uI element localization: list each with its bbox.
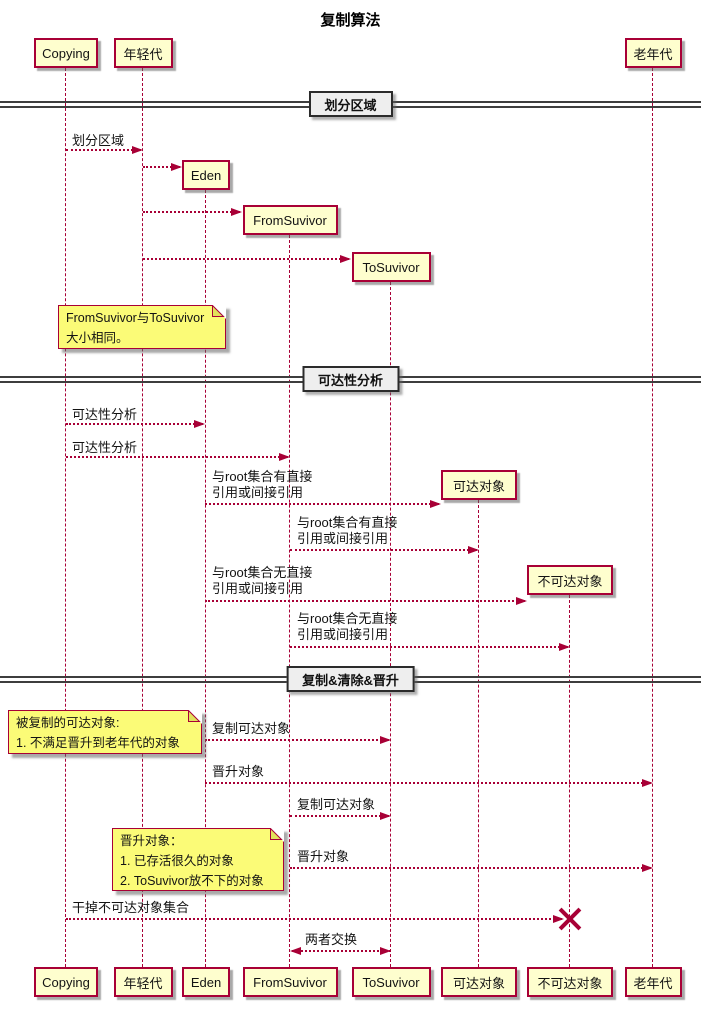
participant-box: Eden bbox=[182, 967, 230, 997]
message-arrow bbox=[205, 782, 651, 784]
lifeline bbox=[478, 500, 479, 967]
arrowhead-icon bbox=[132, 146, 143, 154]
message-label: 两者交换 bbox=[305, 932, 358, 947]
arrowhead-icon bbox=[171, 163, 182, 171]
message-label: 可达性分析 bbox=[72, 440, 138, 455]
note: 晋升对象： 1. 已存活很久的对象 2. ToSuvivor放不下的对象 bbox=[112, 827, 284, 891]
message-label: 干掉不可达对象集合 bbox=[72, 900, 190, 915]
participant-box: 不可达对象 bbox=[527, 565, 613, 595]
message-arrow bbox=[205, 739, 389, 741]
message-label: 复制可达对象 bbox=[212, 721, 291, 736]
message-label: 复制可达对象 bbox=[297, 797, 376, 812]
message-arrow bbox=[66, 918, 562, 920]
lifeline bbox=[569, 595, 570, 967]
arrowhead-icon bbox=[380, 812, 391, 820]
message-label: 划分区域 bbox=[72, 133, 125, 148]
participant-box: 可达对象 bbox=[441, 470, 517, 500]
participant-box: FromSuvivor bbox=[242, 967, 338, 997]
destroy-x-icon bbox=[558, 907, 582, 931]
lifeline bbox=[652, 68, 653, 967]
message-label: 与root集合有直接 引用或间接引用 bbox=[297, 515, 398, 546]
divider-label: 复制&清除&晋升 bbox=[286, 666, 415, 692]
arrowhead-icon bbox=[279, 453, 290, 461]
lifeline bbox=[390, 282, 391, 967]
message-label: 可达性分析 bbox=[72, 407, 138, 422]
arrowhead-icon bbox=[642, 779, 653, 787]
note-fold-icon bbox=[188, 709, 202, 724]
arrowhead-icon bbox=[380, 947, 391, 955]
divider-label: 划分区域 bbox=[308, 91, 393, 117]
participant-box: Copying bbox=[34, 38, 98, 68]
message-label: 与root集合无直接 引用或间接引用 bbox=[297, 611, 398, 642]
message-arrow bbox=[66, 149, 141, 151]
message-arrow bbox=[143, 211, 240, 213]
message-label: 与root集合无直接 引用或间接引用 bbox=[212, 565, 313, 596]
arrowhead-icon bbox=[430, 500, 441, 508]
message-arrow bbox=[205, 503, 439, 505]
message-arrow bbox=[205, 600, 525, 602]
participant-box: Eden bbox=[182, 160, 230, 190]
arrowhead-icon bbox=[516, 597, 527, 605]
message-label: 与root集合有直接 引用或间接引用 bbox=[212, 469, 313, 500]
lifeline bbox=[205, 190, 206, 967]
arrowhead-icon bbox=[290, 947, 301, 955]
arrowhead-icon bbox=[231, 208, 242, 216]
arrowhead-icon bbox=[194, 420, 205, 428]
message-arrow bbox=[290, 646, 568, 648]
participant-box: ToSuvivor bbox=[351, 967, 431, 997]
lifeline bbox=[65, 68, 66, 967]
message-arrow bbox=[290, 549, 477, 551]
participant-box: FromSuvivor bbox=[242, 205, 338, 235]
participant-box: 可达对象 bbox=[441, 967, 517, 997]
participant-box: 年轻代 bbox=[113, 967, 173, 997]
arrowhead-icon bbox=[468, 546, 479, 554]
message-arrow bbox=[290, 815, 389, 817]
message-arrow bbox=[292, 950, 391, 952]
arrowhead-icon bbox=[340, 255, 351, 263]
participant-box: 年轻代 bbox=[113, 38, 173, 68]
message-arrow bbox=[143, 258, 349, 260]
participant-box: 老年代 bbox=[624, 38, 682, 68]
note: FromSuvivor与ToSuvivor 大小相同。 bbox=[58, 304, 226, 349]
participant-box: 老年代 bbox=[624, 967, 682, 997]
arrowhead-icon bbox=[380, 736, 391, 744]
message-arrow bbox=[143, 166, 180, 168]
note-fold-icon bbox=[270, 827, 284, 842]
diagram-title: 复制算法 bbox=[320, 12, 381, 29]
message-label: 晋升对象 bbox=[212, 764, 265, 779]
participant-box: Copying bbox=[34, 967, 98, 997]
arrowhead-icon bbox=[553, 915, 564, 923]
note-fold-icon bbox=[212, 304, 226, 319]
arrowhead-icon bbox=[642, 864, 653, 872]
participant-box: 不可达对象 bbox=[527, 967, 613, 997]
message-arrow bbox=[66, 456, 288, 458]
participant-box: ToSuvivor bbox=[351, 252, 431, 282]
lifeline bbox=[142, 68, 143, 967]
message-arrow bbox=[66, 423, 203, 425]
message-arrow bbox=[290, 867, 651, 869]
arrowhead-icon bbox=[559, 643, 570, 651]
divider-label: 可达性分析 bbox=[301, 366, 400, 392]
note: 被复制的可达对象: 1. 不满足晋升到老年代的对象 bbox=[8, 709, 202, 754]
message-label: 晋升对象 bbox=[297, 849, 350, 864]
